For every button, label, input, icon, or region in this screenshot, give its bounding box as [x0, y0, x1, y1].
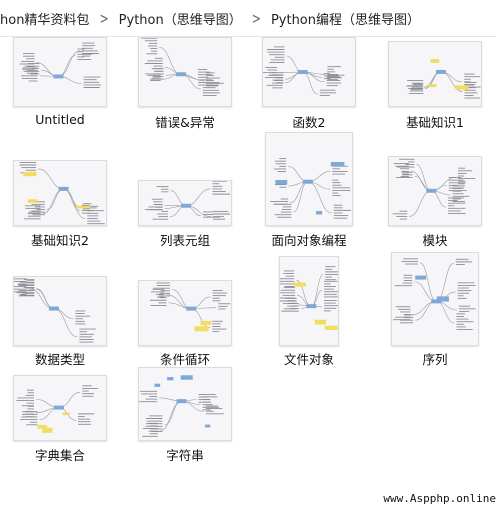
- file-name-label[interactable]: 条件循环: [159, 352, 210, 367]
- file-name-label[interactable]: 基础知识1: [406, 115, 464, 130]
- mindmap-thumbnail-icon[interactable]: [262, 37, 356, 107]
- mindmap-thumbnail-icon[interactable]: [388, 156, 482, 226]
- file-name-label[interactable]: 函数2: [292, 115, 326, 130]
- mindmap-thumbnail-icon[interactable]: [138, 280, 232, 346]
- file-name-label[interactable]: 面向对象编程: [271, 233, 347, 248]
- file-grid: Untitled 错误&异常 函数2 基础知识1 基础知识2 列表元组 面向对象编程 模块数据…: [0, 36, 496, 507]
- chevron-right-icon[interactable]: >: [99, 8, 109, 28]
- mindmap-thumbnail-icon[interactable]: [265, 132, 353, 226]
- file-name-label[interactable]: 数据类型: [34, 352, 85, 367]
- watermark: www.Aspphp.online: [383, 492, 496, 505]
- mindmap-thumbnail-icon[interactable]: [391, 252, 479, 346]
- mindmap-thumbnail-icon[interactable]: [138, 37, 232, 107]
- file-name-label[interactable]: 序列: [422, 352, 448, 367]
- file-name-label[interactable]: 基础知识2: [31, 233, 89, 248]
- breadcrumb: hon精华资料包 > Python（思维导图） > Python编程（思维导图）: [0, 0, 496, 37]
- breadcrumb-item-current[interactable]: Python编程（思维导图）: [270, 12, 420, 28]
- file-name-label[interactable]: 列表元组: [159, 233, 210, 248]
- mindmap-thumbnail-icon[interactable]: [13, 37, 107, 107]
- file-name-label[interactable]: Untitled: [35, 112, 85, 127]
- file-name-label[interactable]: 字典集合: [34, 448, 85, 463]
- mindmap-thumbnail-icon[interactable]: [279, 256, 339, 346]
- mindmap-thumbnail-icon[interactable]: [13, 375, 107, 441]
- mindmap-thumbnail-icon[interactable]: [138, 367, 232, 441]
- mindmap-thumbnail-icon[interactable]: [13, 160, 107, 226]
- mindmap-thumbnail-icon[interactable]: [138, 180, 232, 226]
- file-name-label[interactable]: 模块: [422, 233, 448, 248]
- file-name-label[interactable]: 文件对象: [283, 352, 334, 367]
- mindmap-thumbnail-icon[interactable]: [388, 41, 482, 107]
- breadcrumb-item-python-mindmap[interactable]: Python（思维导图）: [118, 12, 242, 28]
- breadcrumb-item-root[interactable]: hon精华资料包: [0, 12, 90, 28]
- file-name-label[interactable]: 字符串: [166, 448, 204, 463]
- file-name-label[interactable]: 错误&异常: [155, 115, 215, 130]
- chevron-right-icon[interactable]: >: [251, 8, 261, 28]
- mindmap-thumbnail-icon[interactable]: [13, 276, 107, 346]
